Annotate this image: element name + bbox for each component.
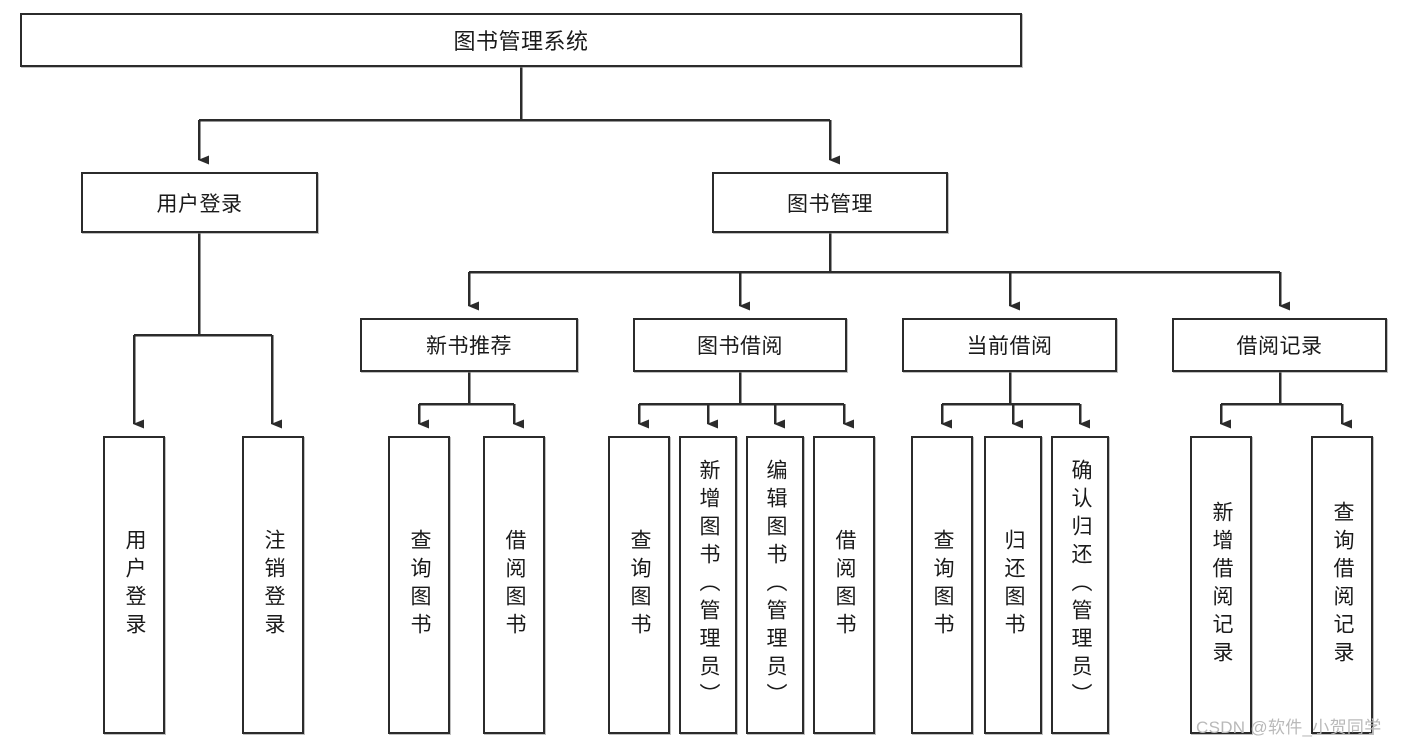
node-leaf-confirm-return[interactable]: 确认归还（管理员）	[1051, 436, 1109, 734]
node-leaf-edit-book[interactable]: 编辑图书（管理员）	[746, 436, 804, 734]
node-current-borrow-label: 当前借阅	[966, 335, 1053, 358]
node-leaf-query-book-cb-label: 查询图书	[931, 529, 955, 641]
node-leaf-borrow-book-bb-label: 借阅图书	[833, 529, 857, 641]
node-borrow-record-label: 借阅记录	[1236, 335, 1323, 358]
node-new-book-recommend[interactable]: 新书推荐	[360, 318, 578, 372]
node-leaf-query-book-bb-label: 查询图书	[628, 529, 652, 641]
node-root[interactable]: 图书管理系统	[20, 13, 1022, 67]
node-leaf-borrow-book-new-label: 借阅图书	[503, 529, 527, 641]
node-leaf-borrow-book-new[interactable]: 借阅图书	[483, 436, 545, 734]
node-user-login-label: 用户登录	[156, 192, 243, 216]
node-user-login[interactable]: 用户登录	[81, 172, 318, 233]
node-leaf-confirm-return-label: 确认归还（管理员）	[1069, 459, 1093, 711]
node-leaf-add-book[interactable]: 新增图书（管理员）	[679, 436, 737, 734]
node-leaf-borrow-book-bb[interactable]: 借阅图书	[813, 436, 875, 734]
node-leaf-query-record-label: 查询借阅记录	[1331, 501, 1355, 669]
node-leaf-query-book-bb[interactable]: 查询图书	[608, 436, 670, 734]
node-leaf-user-login[interactable]: 用户登录	[103, 436, 165, 734]
node-leaf-user-login-label: 用户登录	[123, 529, 147, 641]
node-leaf-add-record-label: 新增借阅记录	[1210, 501, 1234, 669]
csdn-watermark: CSDN @软件_小贺同学	[1196, 718, 1382, 737]
node-root-label: 图书管理系统	[453, 29, 589, 54]
node-borrow-record[interactable]: 借阅记录	[1172, 318, 1387, 372]
node-book-manage-label: 图书管理	[787, 192, 873, 216]
node-leaf-return-book[interactable]: 归还图书	[984, 436, 1042, 734]
node-current-borrow[interactable]: 当前借阅	[902, 318, 1117, 372]
node-leaf-query-book-new[interactable]: 查询图书	[388, 436, 450, 734]
node-new-book-recommend-label: 新书推荐	[426, 335, 512, 358]
node-leaf-return-book-label: 归还图书	[1002, 529, 1026, 641]
node-book-borrow[interactable]: 图书借阅	[633, 318, 847, 372]
node-leaf-query-book-cb[interactable]: 查询图书	[911, 436, 973, 734]
node-leaf-add-record[interactable]: 新增借阅记录	[1190, 436, 1252, 734]
node-leaf-edit-book-label: 编辑图书（管理员）	[764, 459, 788, 711]
node-book-borrow-label: 图书借阅	[697, 335, 783, 358]
node-leaf-user-logout-label: 注销登录	[262, 529, 286, 641]
node-leaf-query-record[interactable]: 查询借阅记录	[1311, 436, 1373, 734]
node-leaf-query-book-new-label: 查询图书	[408, 529, 432, 641]
node-book-manage[interactable]: 图书管理	[712, 172, 948, 233]
node-leaf-add-book-label: 新增图书（管理员）	[697, 459, 721, 711]
node-leaf-user-logout[interactable]: 注销登录	[242, 436, 304, 734]
